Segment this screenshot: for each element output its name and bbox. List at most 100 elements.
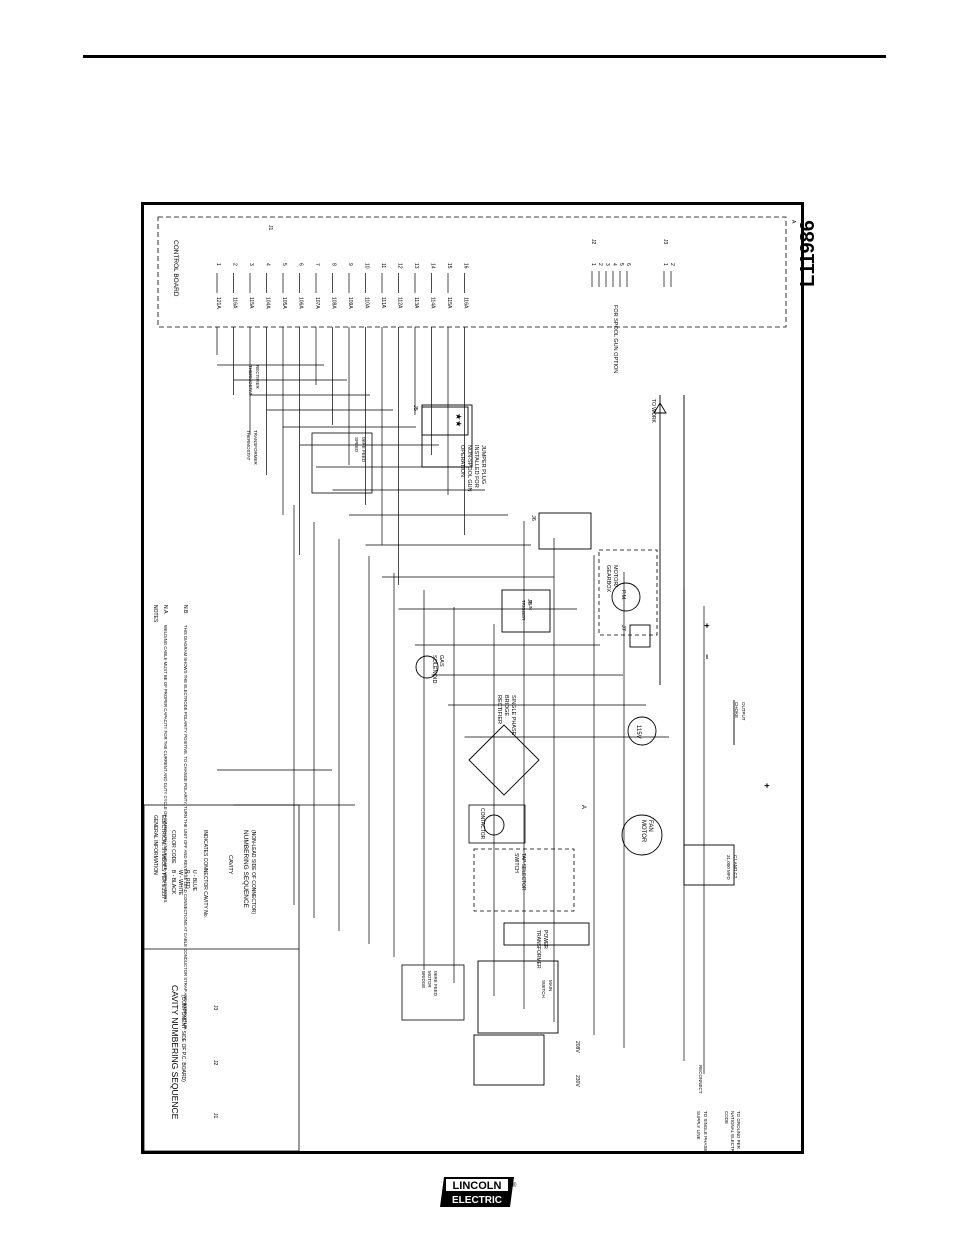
diode-bridge-label-line: BRIDGE <box>421 971 426 988</box>
drawing-code-area: L11986 <box>797 220 835 288</box>
numbering-subtitle: (NON-LEAD SIDE OF CONNECTOR) <box>250 830 256 914</box>
bridge-rectifier-label-line: SINGLE PHASE <box>510 695 516 736</box>
spool-gun-option-label: FOR SPOOL GUN OPTION <box>612 305 618 373</box>
gas-solenoid-symbol <box>415 655 439 679</box>
j1-pin-number: 14 <box>430 263 436 269</box>
j2-pin-number: 4 <box>611 263 617 266</box>
j1-wire-label: 116A <box>463 297 469 309</box>
wire-bundle <box>216 271 705 1074</box>
j1-wire-label: 105A <box>281 297 287 309</box>
tap-selector-label-line: SWITCH <box>513 853 519 873</box>
j5-connector <box>421 404 473 468</box>
note-na-label: N.A. <box>162 605 168 615</box>
j1-wire-label: 107A <box>314 297 320 309</box>
main-switch-label-line: SWITCH <box>541 980 546 998</box>
legend-box <box>144 804 300 1151</box>
j1-wire-label: 114A <box>430 297 436 309</box>
general-info-title: GENERAL INFORMATION <box>152 815 158 875</box>
color-code-entry: R - RED <box>184 870 190 889</box>
minus-sign: − <box>702 654 712 659</box>
gas-solenoid-label-line: GAS <box>438 655 444 667</box>
input-supply-label-line: TO SINGLE PHASE <box>703 1111 708 1151</box>
power-transformer-label-line: POWER <box>542 930 548 949</box>
gun-trigger-label-line: TRIGGER <box>521 600 526 621</box>
j6-connector <box>538 512 592 550</box>
j7-label: J7 <box>620 625 626 631</box>
j1-pin-number: 13 <box>413 263 419 269</box>
control-board-title: CONTROL BOARD <box>172 240 179 297</box>
j1-pin-number: 9 <box>347 263 353 266</box>
j2-pin-number: 2 <box>597 263 603 266</box>
j1-wire-label: 116A <box>232 297 238 309</box>
power-transformer-symbol <box>503 922 590 946</box>
wire-feed-speed-box <box>311 432 373 494</box>
input-switch-symbol <box>473 1034 545 1086</box>
rectifier-thermostat-label-line: RECTIFIER <box>255 365 260 390</box>
j1-wire-label: 111A <box>380 297 386 309</box>
j5-label: J5 <box>412 405 418 411</box>
j1-pin-number: 12 <box>397 263 403 269</box>
j1-wire-label: 113A <box>413 297 419 309</box>
j1-wire-label: 115A <box>248 297 254 309</box>
cavity-j1-label: J1 <box>212 1113 218 1119</box>
j1-pin-number: 2 <box>232 263 238 266</box>
note-nb-label: N.B. <box>182 605 188 615</box>
transformer-thermostat-label-line: THERMOSTAT <box>246 430 251 461</box>
contactor-label: CONTACTOR <box>479 808 485 840</box>
j3-pin-number: 1 <box>662 263 668 266</box>
motor-gearbox-outline <box>598 549 658 636</box>
general-info-symbols: ELECTRICAL SYMBOLS PER E1537 <box>160 815 166 899</box>
lincoln-electric-logo: LINCOLN ELECTRIC ® <box>440 1177 517 1207</box>
amp-label: A <box>580 805 586 809</box>
j1-wire-label: 104A <box>265 297 271 309</box>
output-choke-label-line: OUTPUT <box>741 702 746 721</box>
j1-pin-number: 11 <box>380 263 386 268</box>
drawing-code: L11986 <box>796 220 819 287</box>
j1-wire-label: 110A <box>364 297 370 309</box>
color-code-entry: W - WHITE <box>177 870 183 896</box>
j1-pin-number: 10 <box>364 263 370 269</box>
cavity-j3-label: J3 <box>212 1005 218 1011</box>
jumper-plug-label-line: JUMPER PLUG <box>480 445 486 484</box>
logo-line-1: LINCOLN <box>453 1180 502 1192</box>
motor-pm-symbol <box>611 582 641 612</box>
cavity-word: CAVITY <box>227 855 233 875</box>
j1-wire-label: 115A <box>446 297 452 309</box>
capacitors-label-line: C1 AND C2 <box>733 855 738 879</box>
reconnect-label: RECONNECT <box>698 1065 703 1094</box>
fan-motor-label-line: MOTOR <box>640 820 646 843</box>
to-work-label: TO WORK <box>650 399 656 423</box>
power-transformer-label-line: TRANSFORMER <box>535 930 541 969</box>
j1-pin-number: 6 <box>298 263 304 266</box>
cavity-subtitle: (COMPONENT SIDE OF P.C. BOARD) <box>180 995 186 1082</box>
top-rule <box>83 55 886 58</box>
j1-label: J1 <box>267 225 273 231</box>
jumper-plug-label-line: INSTALLED FOR <box>473 445 479 488</box>
j1-pin-number: 1 <box>215 263 221 266</box>
ground-note-label-line: CODE <box>724 1111 729 1124</box>
bridge-rectifier-symbol <box>468 724 540 796</box>
j1-wire-label: 121A <box>215 297 221 309</box>
transformer-thermostat-label-line: TRANSFORMER <box>253 430 258 466</box>
jumper-plug-label-line: NON-SPOOL GUN <box>466 445 472 492</box>
motor-gearbox-label-line: MOTOR/ <box>612 565 618 587</box>
j1-pin-number: 8 <box>331 263 337 266</box>
fan-motor-symbol <box>621 814 663 856</box>
plus-sign: + <box>702 623 712 628</box>
j2-pin-number: 3 <box>604 263 610 266</box>
j2-pin-number: 1 <box>590 263 596 266</box>
diode-bridge-label-line: MOTOR <box>427 971 432 988</box>
capacitors-label-line: 31,000 MFD <box>726 855 731 881</box>
output-choke-label-line: CHOKE <box>734 702 739 718</box>
jumper-plug-box <box>421 406 469 436</box>
fan-voltage-label: 115V <box>635 725 641 739</box>
j3-label: J3 <box>662 239 668 245</box>
gas-solenoid-label-line: SOLENOID <box>431 655 437 683</box>
fan-motor-label-line: FAN <box>647 820 653 832</box>
gun-trigger-label-line: GUN <box>528 600 533 610</box>
cavity-title: CAVITY NUMBERING SEQUENCE <box>170 985 180 1120</box>
j6-label: J6 <box>530 515 536 521</box>
color-code-entry: U - BLUE <box>191 870 197 892</box>
j2-pin-number: 5 <box>618 263 624 266</box>
